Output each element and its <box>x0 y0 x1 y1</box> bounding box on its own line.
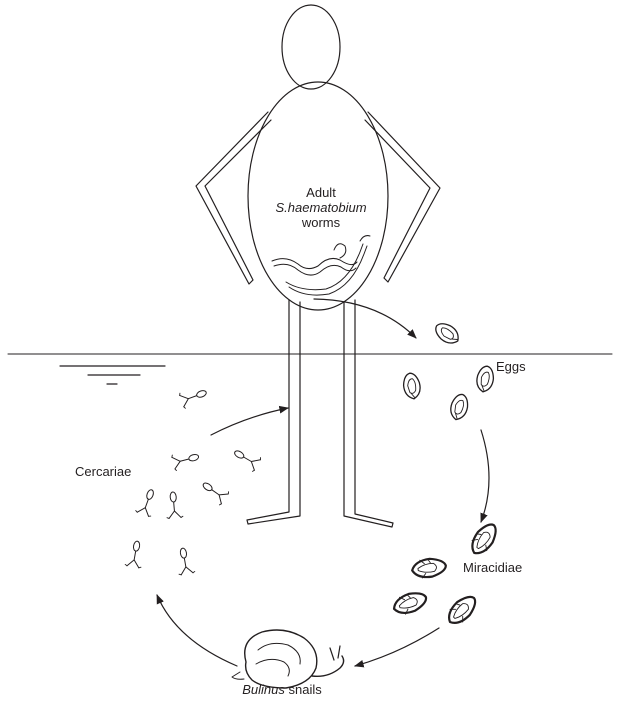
snails-label: Bulinus snails <box>242 682 322 697</box>
bulinus-snail-illustration <box>232 630 344 688</box>
arrow-snail-to-cercariae <box>157 595 237 666</box>
adult-label-species: S.haematobium <box>275 200 366 215</box>
arrow-cercariae-to-human <box>211 408 288 435</box>
right-arm <box>365 112 440 282</box>
arrow-worms-to-eggs <box>314 299 416 338</box>
snails-label-word: snails <box>289 682 322 697</box>
arrow-eggs-to-miracidiae <box>481 430 489 522</box>
head-shape <box>282 5 340 89</box>
adult-label-line1: Adult <box>275 185 366 200</box>
water-ripple-marks <box>60 366 165 384</box>
snails-label-genus: Bulinus <box>242 682 285 697</box>
left-leg <box>247 300 300 524</box>
adult-label: Adult S.haematobium worms <box>275 185 366 230</box>
adult-worms-illustration <box>272 236 370 296</box>
miracidiae-label: Miracidiae <box>463 560 522 575</box>
eggs-illustration <box>402 319 496 421</box>
adult-label-line3: worms <box>275 215 366 230</box>
arrow-miracidiae-to-snail <box>355 628 439 666</box>
eggs-label: Eggs <box>496 359 526 374</box>
cercariae-illustration <box>125 385 261 576</box>
snail-tentacles <box>330 646 340 660</box>
cercariae-label: Cercariae <box>75 464 131 479</box>
snail-shell <box>245 630 317 688</box>
right-leg <box>344 300 393 527</box>
